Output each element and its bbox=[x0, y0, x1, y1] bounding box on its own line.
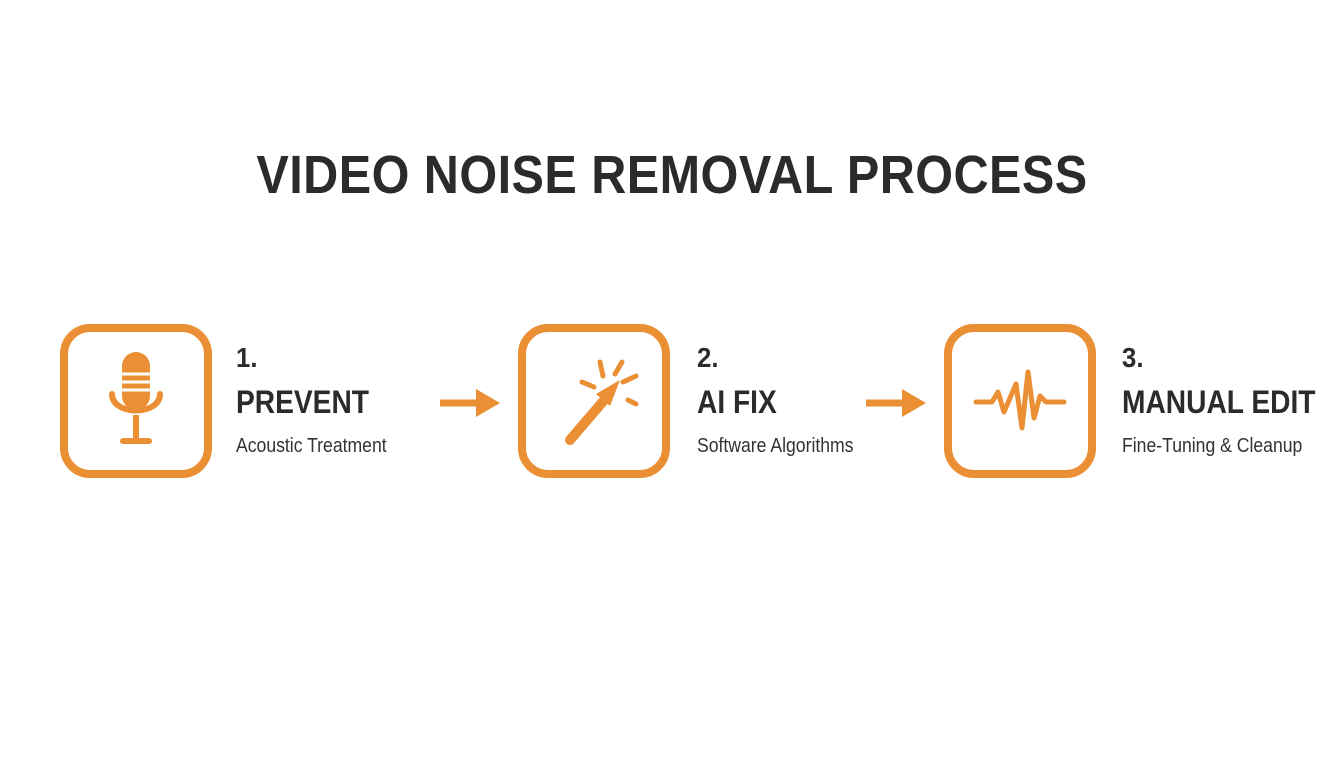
arrow-right-icon bbox=[866, 389, 926, 417]
step-1-text: 1. PREVENT Acoustic Treatment bbox=[236, 342, 407, 458]
step-2-text: 2. AI FIX Software Algorithms bbox=[697, 342, 875, 458]
page-title: VIDEO NOISE REMOVAL PROCESS bbox=[256, 145, 1088, 205]
microphone-icon bbox=[109, 352, 163, 444]
step-3-subtitle: Fine-Tuning & Cleanup bbox=[1122, 435, 1303, 457]
step-2-subtitle: Software Algorithms bbox=[697, 435, 854, 457]
arrow-right-icon bbox=[440, 389, 500, 417]
step-3-text: 3. MANUAL EDIT Fine-Tuning & Cleanup bbox=[1122, 342, 1342, 458]
step-1-subtitle: Acoustic Treatment bbox=[236, 435, 387, 457]
magic-wand-icon bbox=[565, 359, 639, 445]
step-2-icon-box bbox=[518, 324, 670, 478]
step-3-icon-box bbox=[944, 324, 1096, 478]
step-2-title: AI FIX bbox=[697, 384, 777, 420]
step-3-title: MANUAL EDIT bbox=[1122, 384, 1316, 420]
step-1-number: 1. bbox=[236, 342, 258, 373]
step-1-icon-box bbox=[60, 324, 212, 478]
waveform-icon bbox=[973, 369, 1067, 431]
step-3-number: 3. bbox=[1122, 342, 1144, 373]
step-2-number: 2. bbox=[697, 342, 719, 373]
step-1-title: PREVENT bbox=[236, 384, 370, 420]
